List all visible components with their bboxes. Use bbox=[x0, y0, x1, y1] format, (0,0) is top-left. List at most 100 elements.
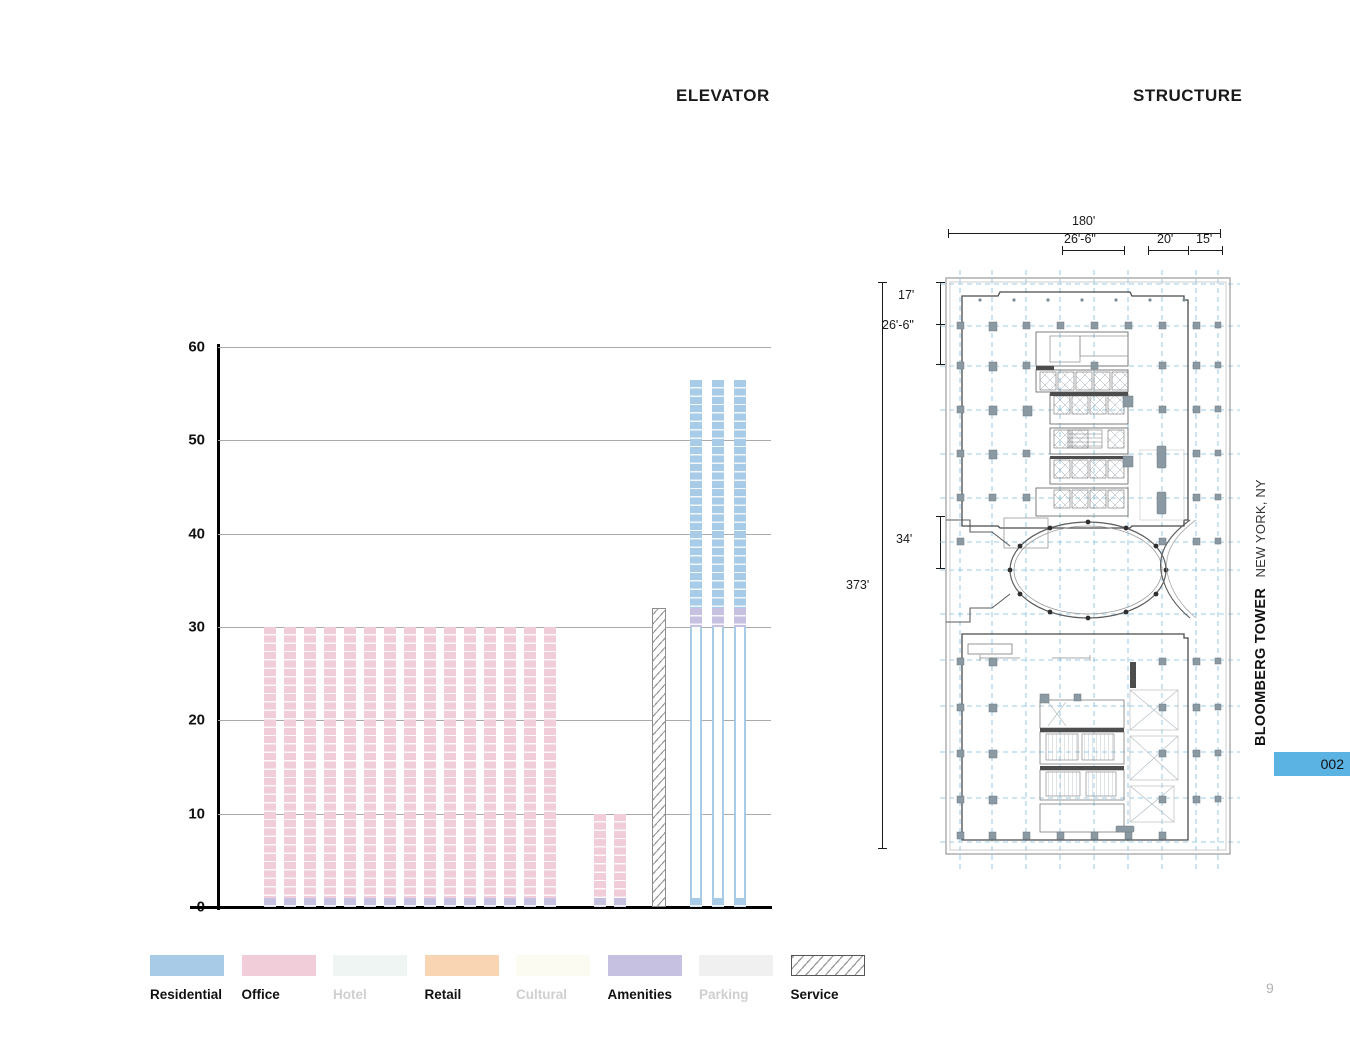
bar-segment-amenities bbox=[734, 608, 746, 627]
bar-segment-residential bbox=[734, 627, 746, 898]
elevator-shafts bbox=[1039, 371, 1129, 509]
lower-shear-walls bbox=[1040, 662, 1136, 770]
legend-label-amenities: Amenities bbox=[607, 987, 673, 1002]
dim-cap-bay-depth-bottom bbox=[936, 364, 945, 365]
west-wall-jog bbox=[946, 519, 1011, 623]
bar-segment-amenities bbox=[404, 897, 416, 907]
bar-segment-office bbox=[594, 813, 606, 898]
bar-segment-amenities bbox=[444, 897, 456, 907]
bar-segment-amenities bbox=[484, 897, 496, 907]
sheet-title-block: BLOOMBERG TOWER NEW YORK, NY 002 bbox=[1253, 479, 1350, 790]
legend-label-service: Service bbox=[790, 987, 839, 1002]
elevator-diagram-chart: 0102030405060 bbox=[160, 339, 772, 916]
columns-upper bbox=[956, 321, 1222, 546]
legend-item-parking[interactable]: Parking bbox=[699, 955, 791, 1002]
lower-bracing bbox=[1047, 689, 1179, 823]
bar-service-1 bbox=[652, 347, 666, 907]
interior-dim-line bbox=[979, 655, 1091, 661]
outer-wall bbox=[945, 277, 1231, 855]
dim-setback-depth: 34' bbox=[896, 532, 913, 546]
bar-segment-amenities bbox=[464, 897, 476, 907]
bar-segment-amenities bbox=[424, 897, 436, 907]
bar-office-5 bbox=[344, 347, 356, 907]
bar-segment-residential bbox=[690, 627, 702, 898]
bar-segment-office bbox=[264, 627, 276, 898]
core-shear-walls bbox=[1036, 366, 1128, 459]
lower-core bbox=[967, 643, 1179, 833]
bar-office-4 bbox=[324, 347, 336, 907]
bar-segment-office bbox=[424, 627, 436, 898]
legend-label-cultural: Cultural bbox=[516, 987, 568, 1002]
bar-segment-amenities bbox=[364, 897, 376, 907]
title-block-text: BLOOMBERG TOWER NEW YORK, NY bbox=[1252, 479, 1270, 746]
y-tick-40: 40 bbox=[188, 525, 205, 543]
dim-cap-setback-bottom bbox=[936, 568, 945, 569]
plot-area bbox=[218, 347, 771, 907]
legend-item-hotel[interactable]: Hotel bbox=[333, 955, 425, 1002]
bar-segment-office bbox=[364, 627, 376, 898]
bar-segment-office bbox=[544, 627, 556, 898]
bar-segment-amenities bbox=[324, 897, 336, 907]
bar-segment-amenities bbox=[712, 608, 724, 627]
section-header-structure: STRUCTURE bbox=[1133, 86, 1243, 105]
bar-office-13 bbox=[504, 347, 516, 907]
bar-office-2 bbox=[284, 347, 296, 907]
y-axis-tick-labels: 0102030405060 bbox=[160, 339, 205, 916]
legend-item-service[interactable]: Service bbox=[790, 955, 883, 1002]
bar-office-11 bbox=[464, 347, 476, 907]
dim-cap-setback-top bbox=[936, 516, 945, 517]
bar-segment-office bbox=[344, 627, 356, 898]
dim-cap-right bbox=[1220, 229, 1221, 238]
bar-segment-office bbox=[404, 627, 416, 898]
columns-lower bbox=[956, 657, 1222, 840]
bar-office-9 bbox=[424, 347, 436, 907]
x-axis-line bbox=[190, 906, 772, 909]
legend-item-cultural[interactable]: Cultural bbox=[516, 955, 608, 1002]
bar-segment-office bbox=[444, 627, 456, 898]
bar-office-6 bbox=[364, 347, 376, 907]
project-name: BLOOMBERG TOWER bbox=[1253, 587, 1269, 746]
y-tick-50: 50 bbox=[188, 431, 205, 449]
floor-plan-drawing bbox=[940, 270, 1240, 870]
legend-label-hotel: Hotel bbox=[333, 987, 367, 1002]
dim-cap-left bbox=[948, 229, 949, 238]
legend-label-office: Office bbox=[241, 987, 280, 1002]
dim-overall-width: 180' bbox=[1072, 214, 1096, 228]
dim-cap-height-top bbox=[878, 282, 887, 283]
legend-swatch-cultural bbox=[516, 955, 590, 976]
bar-segment-office bbox=[504, 627, 516, 898]
dim-bay-c: 15' bbox=[1196, 232, 1213, 246]
bar-office-7 bbox=[384, 347, 396, 907]
bar-office-3 bbox=[304, 347, 316, 907]
dim-cap-height-bottom bbox=[878, 848, 887, 849]
dim-bay-depth: 26'-6" bbox=[882, 318, 914, 332]
bar-residential-1 bbox=[690, 347, 702, 907]
bar-segment-residential bbox=[690, 379, 702, 609]
lower-floor-outline bbox=[961, 633, 1189, 841]
bar-segment-amenities bbox=[524, 897, 536, 907]
bar-retail-1 bbox=[594, 347, 606, 907]
dim-line-bay-depth bbox=[940, 324, 941, 364]
bar-office-8 bbox=[404, 347, 416, 907]
legend-item-amenities[interactable]: Amenities bbox=[607, 955, 700, 1002]
bar-segment-residential bbox=[734, 379, 746, 609]
legend-swatch-hotel bbox=[333, 955, 407, 976]
legend-item-office[interactable]: Office bbox=[241, 955, 334, 1002]
legend-item-retail[interactable]: Retail bbox=[424, 955, 517, 1002]
bar-office-15 bbox=[544, 347, 556, 907]
bar-segment-residential bbox=[712, 627, 724, 898]
legend-item-residential[interactable]: Residential bbox=[150, 955, 242, 1002]
dim-line-bay-a bbox=[1062, 250, 1124, 251]
dim-line-edge-depth bbox=[940, 282, 941, 324]
bar-segment-amenities bbox=[614, 897, 626, 907]
legend-swatch-parking bbox=[699, 955, 773, 976]
bar-office-1 bbox=[264, 347, 276, 907]
gridline-60 bbox=[218, 347, 771, 348]
east-wall-curve bbox=[1160, 519, 1197, 619]
y-tick-10: 10 bbox=[188, 805, 205, 823]
bar-segment-office bbox=[524, 627, 536, 898]
legend-label-retail: Retail bbox=[424, 987, 462, 1002]
legend-swatch-residential bbox=[150, 955, 224, 976]
bar-segment-office bbox=[384, 627, 396, 898]
